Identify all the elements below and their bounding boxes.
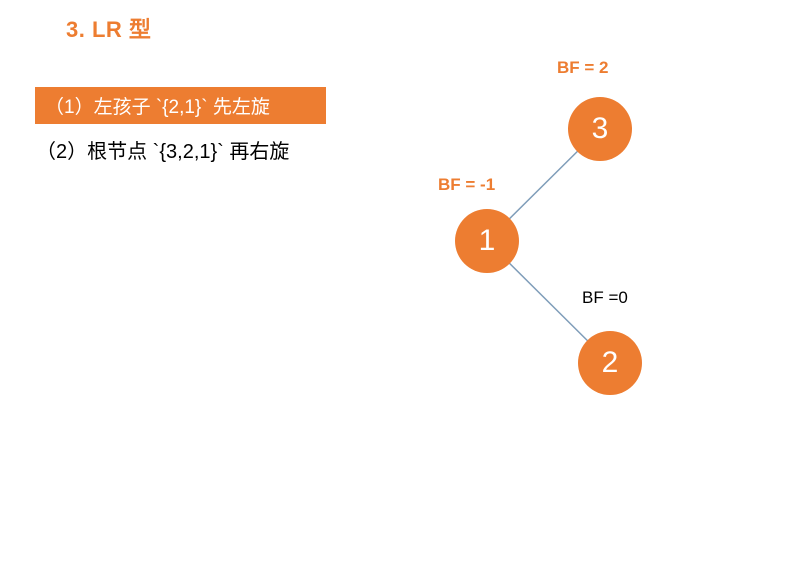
step1-text: （1）左孩子 `{2,1}` 先左旋 <box>45 97 270 118</box>
bf-label-node-3: BF = 2 <box>557 58 609 77</box>
bf-label-node-2: BF =0 <box>582 288 628 307</box>
page-title: 3. LR 型 <box>66 17 152 42</box>
tree-node-1-value: 1 <box>478 224 496 257</box>
step1-highlight-box: （1）左孩子 `{2,1}` 先左旋 <box>35 87 326 124</box>
tree-node-2-value: 2 <box>601 346 619 379</box>
tree-node-1: 1 <box>455 209 519 273</box>
tree-node-2: 2 <box>578 331 642 395</box>
tree-node-3-value: 3 <box>591 112 609 145</box>
tree-node-3: 3 <box>568 97 632 161</box>
bf-label-node-1: BF = -1 <box>438 175 496 194</box>
step2-text: （2）根节点 `{3,2,1}` 再右旋 <box>36 141 290 163</box>
